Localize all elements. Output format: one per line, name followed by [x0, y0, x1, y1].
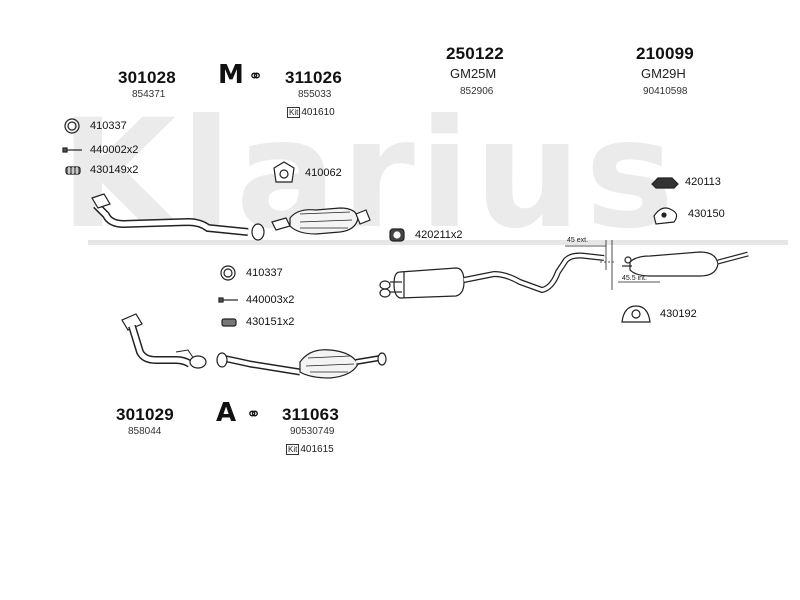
bolt-icon: [62, 147, 82, 153]
mount-ring-icon: [621, 305, 651, 323]
kit-401615[interactable]: Kit 401615: [286, 444, 334, 455]
middle-silencer-250122: [379, 252, 605, 299]
part-code-210099[interactable]: 210099: [636, 44, 694, 63]
kit-number: 401615: [300, 444, 334, 455]
part-code-250122[interactable]: 250122: [446, 44, 504, 63]
part-410337[interactable]: 410337: [90, 120, 127, 132]
kit-401610[interactable]: Kit 401610: [287, 107, 335, 118]
engine-variant-mark-m: M: [218, 60, 244, 90]
dim-int-label: 45.5 int.: [622, 275, 647, 282]
part-430150[interactable]: 430150: [688, 208, 725, 220]
ref-90410598: 90410598: [643, 86, 688, 97]
ref-852906: 852906: [460, 86, 494, 97]
gasket-ring-icon: [64, 118, 80, 134]
part-420211x2[interactable]: 420211x2: [415, 229, 463, 241]
part-420113[interactable]: 420113: [685, 176, 721, 188]
kit-label: Kit: [286, 444, 300, 455]
ref-854371: 854371: [132, 89, 166, 100]
part-410062[interactable]: 410062: [305, 167, 342, 179]
key-icon: ⚭: [248, 66, 264, 86]
part-430151x2[interactable]: 430151x2: [246, 316, 295, 328]
kit-number: 401610: [301, 107, 335, 118]
rear-silencer-210099: [622, 251, 749, 277]
part-430149x2[interactable]: 430149x2: [90, 164, 139, 176]
watermark-underline: [88, 240, 788, 245]
flange-gasket-icon: [273, 161, 295, 183]
part-430192[interactable]: 430192: [660, 308, 697, 320]
part-440002x2[interactable]: 440002x2: [90, 144, 139, 156]
mount-bracket-icon: [653, 207, 678, 225]
part-code-301029[interactable]: 301029: [116, 405, 174, 424]
part-410337-b[interactable]: 410337: [246, 267, 283, 279]
ref-858044: 858044: [128, 426, 162, 437]
part-code-311063[interactable]: 311063: [282, 405, 339, 424]
part-440003x2[interactable]: 440003x2: [246, 294, 295, 306]
rubber-hanger-icon: [651, 177, 679, 189]
catalytic-converter-311026: [271, 207, 371, 235]
dim-ext-label: 45 ext.: [567, 237, 589, 244]
kit-label: Kit: [287, 107, 301, 118]
key-icon: ⚭: [246, 404, 262, 424]
dimension-markers: [565, 240, 660, 290]
part-code-301028[interactable]: 301028: [118, 68, 176, 87]
engine-code-gm29h: GM29H: [641, 66, 686, 81]
ref-90530749: 90530749: [290, 426, 335, 437]
part-code-311026[interactable]: 311026: [285, 68, 342, 87]
engine-variant-mark-a: A: [216, 398, 237, 428]
front-pipe-301029: [121, 313, 207, 369]
nut-icon: [65, 166, 81, 175]
clamp-icon: [389, 228, 405, 242]
catalytic-converter-311063: [216, 349, 387, 379]
ref-855033: 855033: [298, 89, 332, 100]
front-pipe-301028: [91, 193, 265, 241]
engine-code-gm25m: GM25M: [450, 66, 497, 81]
